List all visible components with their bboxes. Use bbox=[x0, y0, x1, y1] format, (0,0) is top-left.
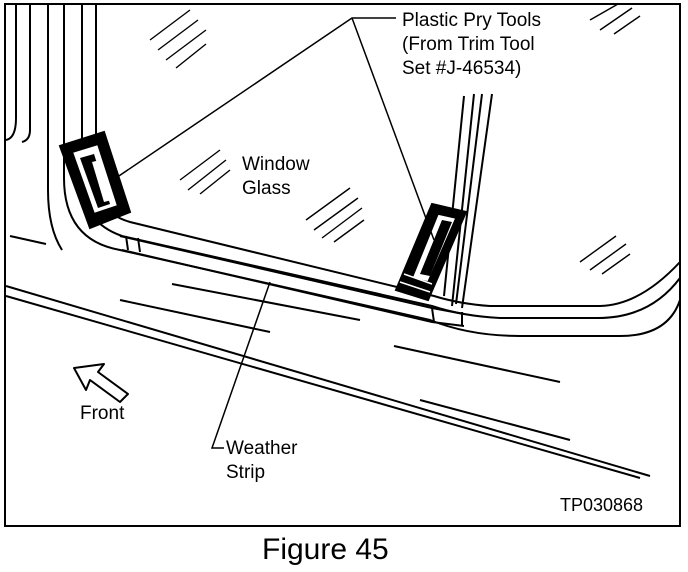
pry-tools-label-line1: Plastic Pry Tools bbox=[402, 10, 541, 31]
front-label: Front bbox=[80, 403, 125, 424]
leader-weather-strip bbox=[210, 281, 271, 449]
door-pillar bbox=[5, 4, 63, 251]
pry-tool-left bbox=[58, 130, 132, 230]
figure-caption: Figure 45 bbox=[262, 533, 389, 566]
glass-reflection-marks bbox=[149, 3, 641, 275]
window-glass-label-line2: Glass bbox=[242, 178, 291, 199]
weather-strip bbox=[119, 235, 465, 327]
leader-pry-tool-right bbox=[351, 17, 435, 241]
front-arrow-icon bbox=[73, 363, 129, 403]
figure-frame bbox=[4, 3, 681, 527]
pry-tool-right bbox=[394, 202, 468, 302]
division-channel bbox=[443, 93, 493, 309]
weather-strip-label-line1: Weather bbox=[226, 438, 298, 459]
door-body-lines bbox=[5, 235, 651, 479]
leader-lines bbox=[109, 17, 435, 449]
image-code: TP030868 bbox=[560, 495, 643, 515]
pry-tools-label-line3: Set #J-46534) bbox=[402, 58, 521, 79]
window-glass-label-line1: Window bbox=[242, 154, 310, 175]
pry-tools-label-line2: (From Trim Tool bbox=[402, 34, 535, 55]
weather-strip-label-line2: Strip bbox=[226, 462, 265, 483]
